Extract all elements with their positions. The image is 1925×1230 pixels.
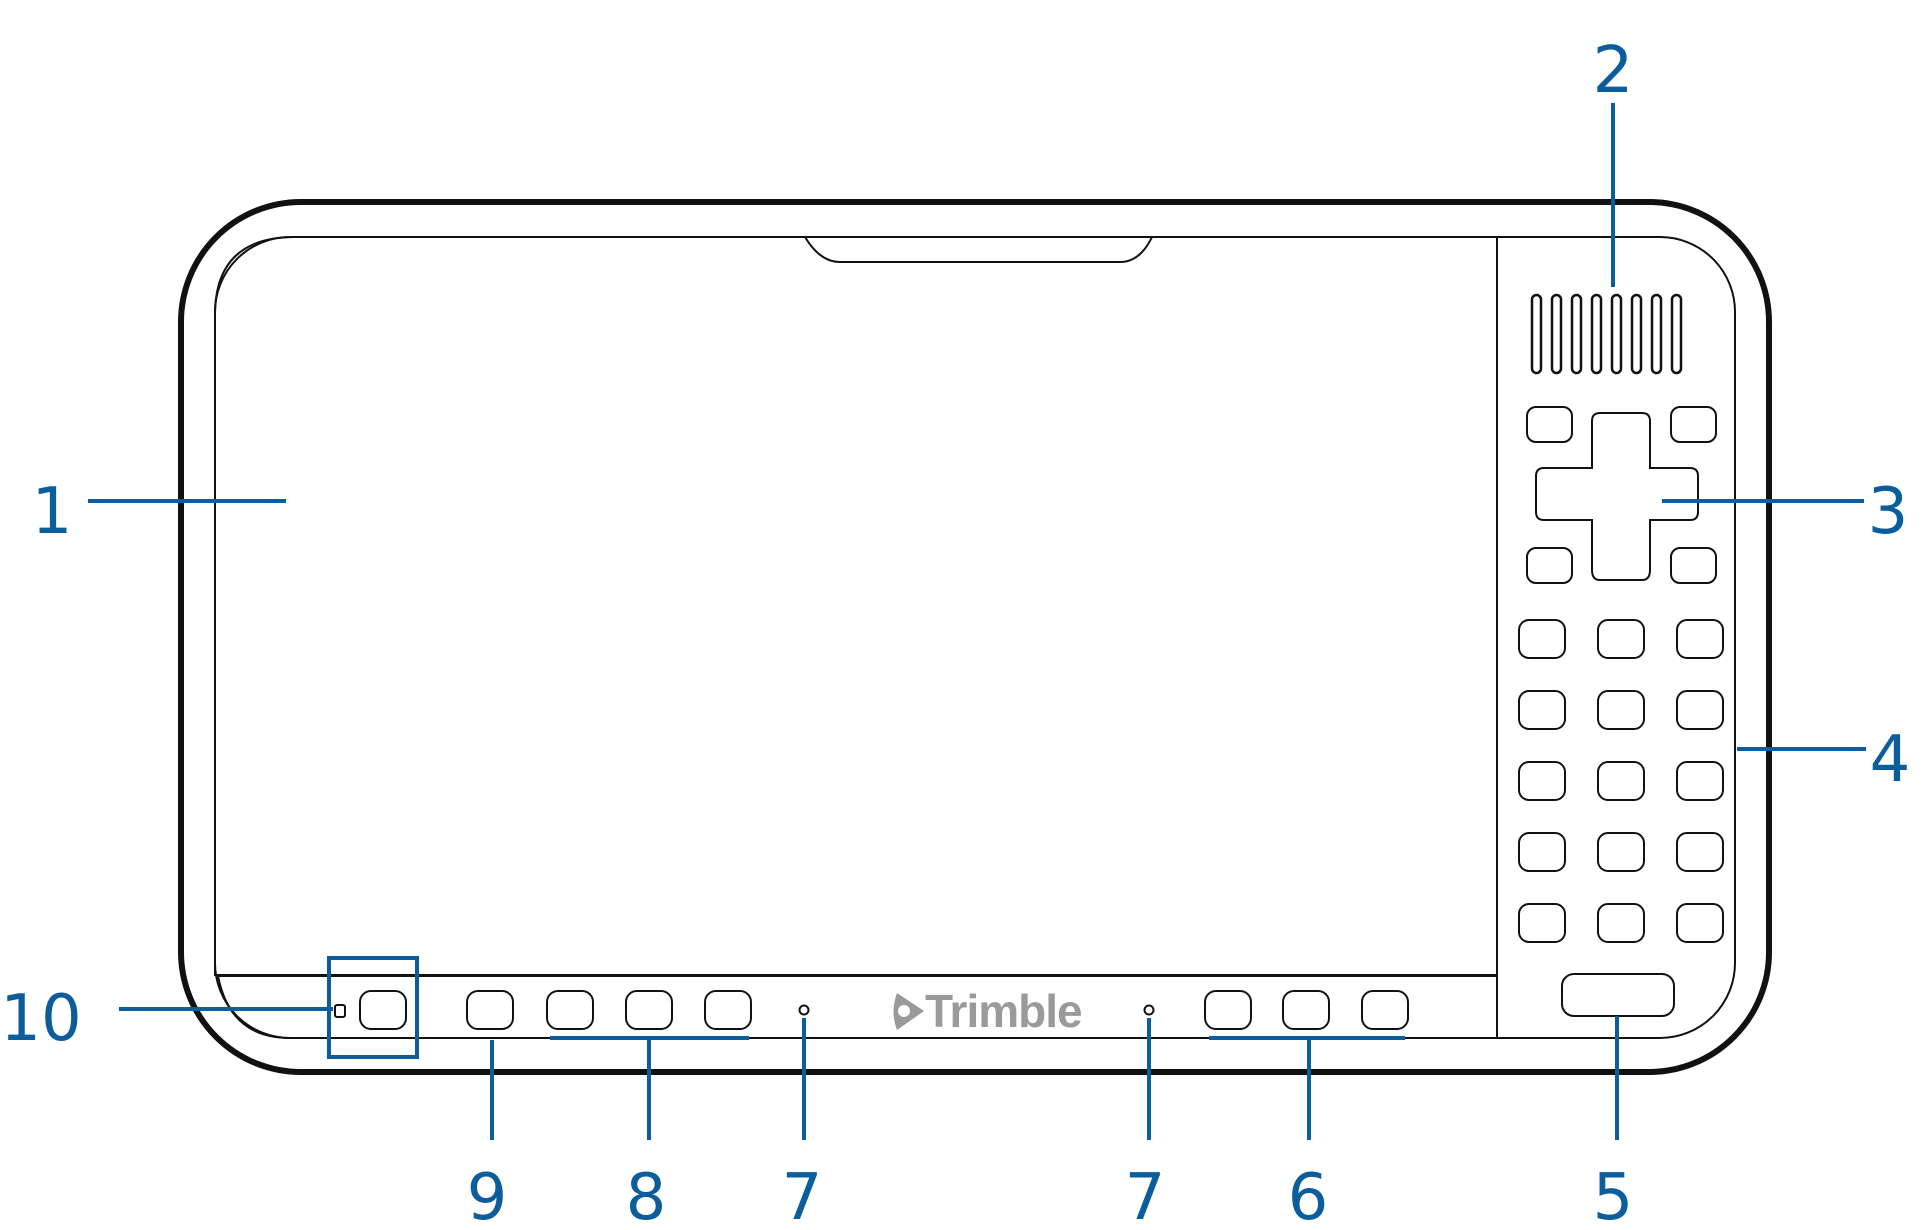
callout-box-10	[327, 956, 419, 1059]
wide-key[interactable]	[1561, 973, 1675, 1017]
function-button[interactable]	[466, 990, 514, 1030]
outer-housing	[178, 199, 1772, 1075]
keypad-key[interactable]	[1676, 690, 1724, 730]
keypad-key[interactable]	[1676, 903, 1724, 943]
microphone-left	[798, 1004, 810, 1016]
keypad-key[interactable]	[1518, 619, 1566, 659]
callout-number-9: 9	[467, 1161, 508, 1230]
keypad-key[interactable]	[1518, 690, 1566, 730]
top-notch	[804, 236, 1153, 263]
keypad-key[interactable]	[1597, 761, 1645, 801]
callout-numbers: 1 2 3 4 5 6 7 7 8 9 10	[0, 34, 1910, 1230]
keypad-key[interactable]	[1676, 761, 1724, 801]
callout-number-1: 1	[32, 475, 73, 549]
callout-number-10: 10	[0, 982, 81, 1056]
nav-corner-key-top-right[interactable]	[1670, 406, 1717, 443]
keypad-key[interactable]	[1597, 832, 1645, 872]
grille-slot	[1650, 293, 1663, 375]
keypad-key[interactable]	[1518, 761, 1566, 801]
callout-number-5: 5	[1593, 1161, 1634, 1230]
keypad-key[interactable]	[1518, 832, 1566, 872]
keypad	[1518, 619, 1724, 943]
callout-number-7a: 7	[782, 1161, 823, 1230]
keypad-key[interactable]	[1597, 690, 1645, 730]
left-group-button[interactable]	[625, 990, 673, 1030]
keypad-key[interactable]	[1597, 903, 1645, 943]
callout-number-8: 8	[626, 1161, 667, 1230]
right-group-button[interactable]	[1361, 990, 1409, 1030]
keypad-key[interactable]	[1597, 619, 1645, 659]
callout-lines	[88, 103, 1866, 1140]
callout-number-4: 4	[1870, 723, 1911, 797]
microphone-right	[1143, 1004, 1155, 1016]
trimble-logo-text: Trimble	[925, 985, 1082, 1037]
grille-slot	[1610, 293, 1623, 375]
callout-number-6: 6	[1288, 1161, 1329, 1230]
keypad-key[interactable]	[1676, 832, 1724, 872]
grille-slot	[1670, 293, 1683, 375]
grille-slot	[1530, 293, 1543, 375]
power-button[interactable]	[359, 990, 407, 1030]
grille-slot	[1590, 293, 1603, 375]
grille-slot	[1550, 293, 1563, 375]
right-group-button[interactable]	[1204, 990, 1252, 1030]
inner-bezel	[214, 236, 1736, 1039]
status-led	[334, 1004, 346, 1018]
navigation-cluster	[1526, 406, 1717, 584]
grille-slot	[1570, 293, 1583, 375]
bottom-buttons	[334, 990, 1409, 1030]
left-group-button[interactable]	[546, 990, 594, 1030]
callout-number-3: 3	[1868, 475, 1909, 549]
callout-number-7b: 7	[1125, 1161, 1166, 1230]
callout-number-2: 2	[1593, 34, 1634, 108]
nav-corner-key-top-left[interactable]	[1526, 406, 1573, 443]
grille-slot	[1630, 293, 1643, 375]
right-group-button[interactable]	[1282, 990, 1330, 1030]
left-group-button[interactable]	[704, 990, 752, 1030]
keypad-key[interactable]	[1518, 903, 1566, 943]
nav-corner-key-bottom-right[interactable]	[1670, 547, 1717, 584]
nav-corner-key-bottom-left[interactable]	[1526, 547, 1573, 584]
speaker-grille	[1530, 293, 1683, 375]
keypad-key[interactable]	[1676, 619, 1724, 659]
trimble-logo: Trimble	[893, 985, 1083, 1037]
screen-outline	[214, 236, 1498, 976]
trimble-globe-dot	[898, 1005, 910, 1017]
directional-pad[interactable]	[1535, 412, 1699, 581]
display-screen	[214, 236, 1498, 976]
